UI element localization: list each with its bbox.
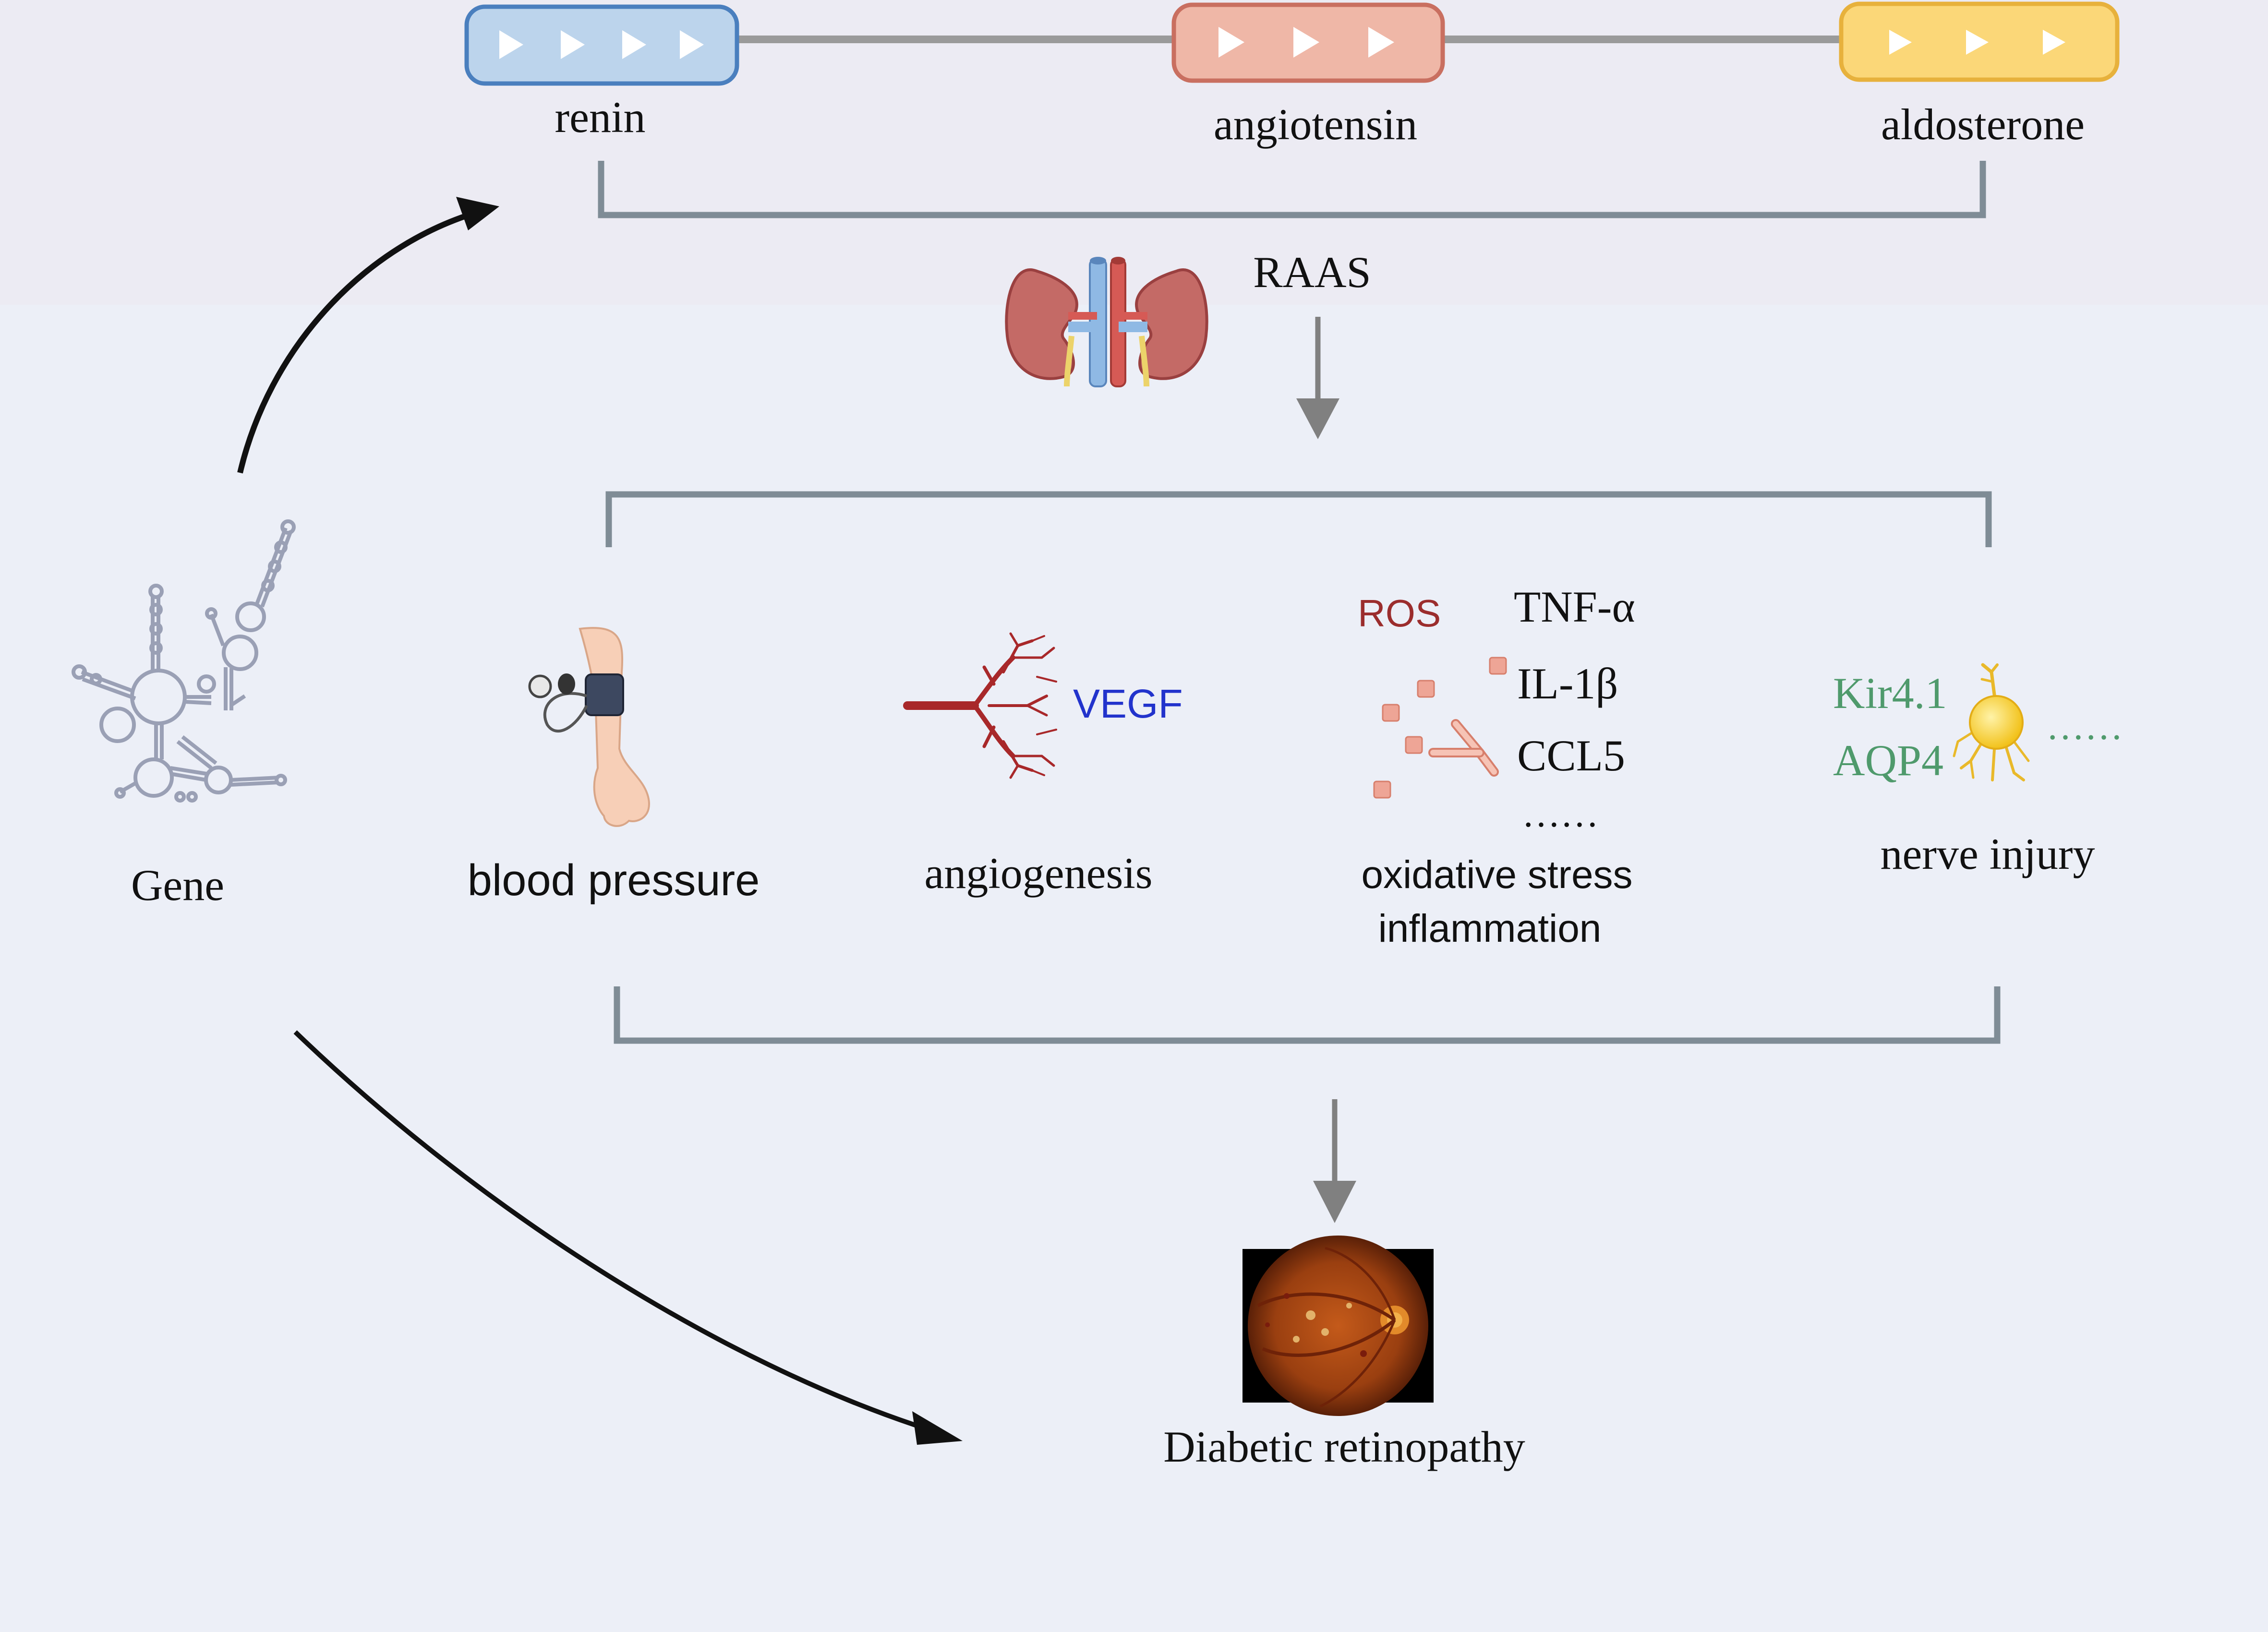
gene-to-outcome-arrow	[293, 1030, 963, 1445]
effects-bottom-bracket	[614, 986, 2001, 1044]
gene-box-renin	[464, 4, 739, 86]
ros-label: ROS	[1358, 592, 1441, 635]
ros-particles-icon	[1373, 657, 1507, 799]
cytokine-label: TNF-α	[1514, 582, 1635, 631]
down-arrow-icon	[1313, 1099, 1356, 1223]
gene-label-aldosterone: aldosterone	[1881, 100, 2085, 149]
angiogenesis-label: angiogenesis	[924, 849, 1152, 898]
blood-pressure-cuff-icon	[528, 627, 650, 827]
gene-box-angiotensin	[1171, 2, 1445, 83]
retina-fundus-image	[1243, 1236, 1434, 1416]
antibody-icon	[1428, 719, 1499, 777]
play-arrow-icon	[1889, 30, 1912, 55]
glial-cell-body	[1969, 695, 2024, 750]
inflammation-label: inflammation	[1378, 907, 1602, 950]
down-arrow-icon	[1296, 317, 1339, 439]
raas-gene-track: renin angiotensin aldosterone	[464, 1, 2120, 218]
raas-label: RAAS	[1253, 248, 1371, 297]
cytokine-ellipsis: ……	[1522, 793, 1599, 835]
raas-bracket	[598, 161, 1986, 218]
play-arrow-icon	[1966, 30, 1989, 55]
play-arrow-icon	[561, 30, 585, 59]
play-arrow-icon	[680, 30, 704, 59]
kidney-icon	[1005, 257, 1208, 387]
blood-vessel-branches-icon	[903, 632, 1057, 779]
effects-top-bracket	[605, 491, 1992, 547]
gene-label-renin: renin	[555, 93, 645, 142]
cytokine-label: IL-1β	[1517, 659, 1618, 708]
aqp4-label: AQP4	[1833, 736, 1943, 785]
cytokine-label: CCL5	[1517, 731, 1625, 780]
play-arrow-icon	[499, 30, 523, 59]
oxidative-stress-label: oxidative stress	[1361, 853, 1632, 897]
play-arrow-icon	[1218, 27, 1244, 58]
blood-pressure-label: blood pressure	[468, 856, 760, 905]
rna-structure-icon	[72, 519, 296, 803]
diabetic-retinopathy-label: Diabetic retinopathy	[1163, 1422, 1525, 1471]
play-arrow-icon	[1368, 27, 1394, 58]
play-arrow-icon	[1293, 27, 1319, 58]
nerve-injury-label: nerve injury	[1880, 829, 2095, 878]
vegf-label: VEGF	[1073, 681, 1183, 726]
nerve-marker-ellipsis: ……	[2046, 706, 2123, 748]
gene-label-angiotensin: angiotensin	[1214, 100, 1417, 149]
kir41-label: Kir4.1	[1833, 669, 1947, 718]
play-arrow-icon	[622, 30, 646, 59]
gene-label: Gene	[131, 861, 224, 910]
play-arrow-icon	[2043, 30, 2065, 55]
gene-box-aldosterone	[1839, 1, 2120, 82]
gene-to-raas-arrow	[237, 197, 499, 474]
